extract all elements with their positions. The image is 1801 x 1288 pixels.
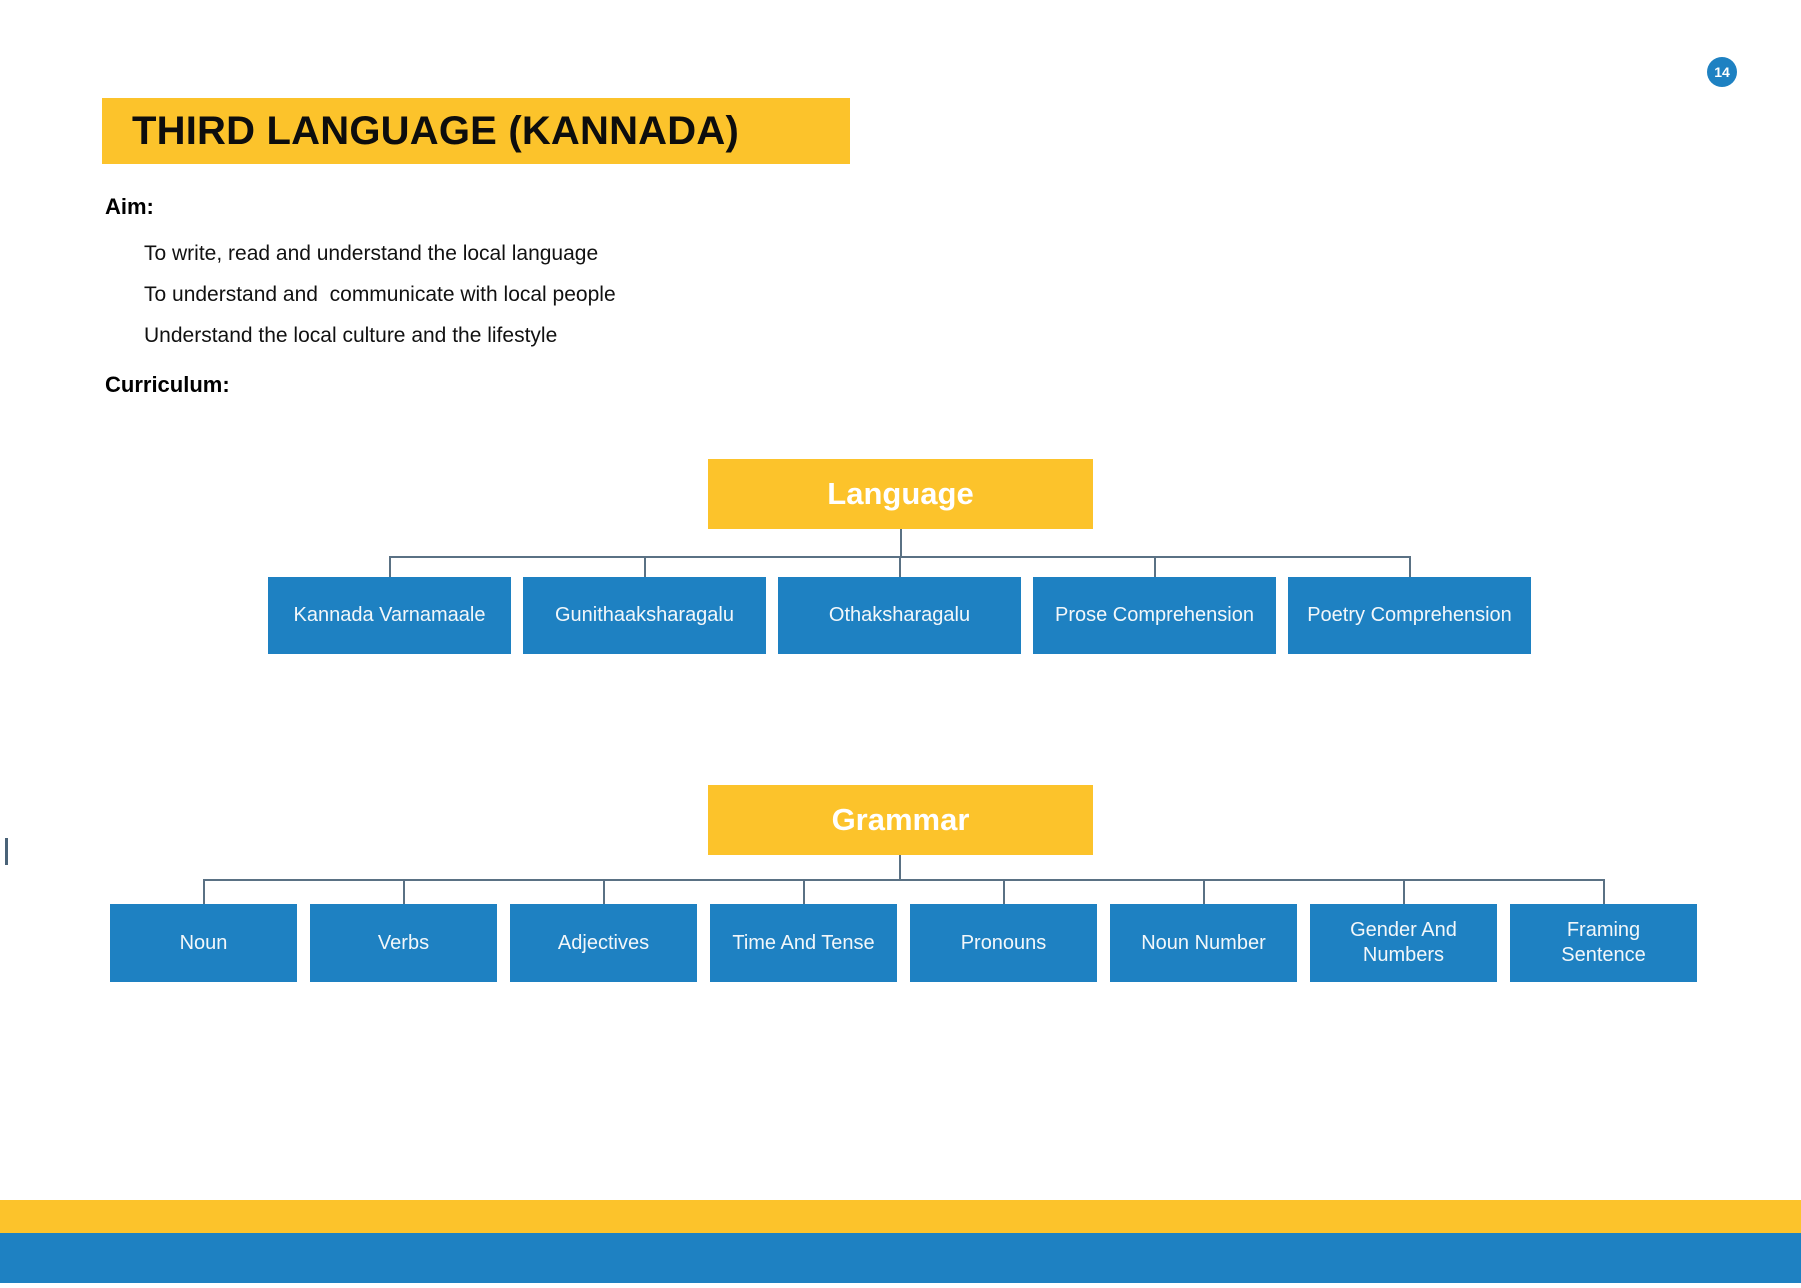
chart-node: Adjectives xyxy=(510,904,697,982)
chart-node-label: Noun xyxy=(179,931,228,954)
connector-line xyxy=(1409,558,1411,577)
chart-node-label: Gunithaaksharagalu xyxy=(554,604,734,626)
curriculum-heading: Curriculum: xyxy=(105,372,230,397)
chart-node: Framing Sentence xyxy=(1510,904,1697,982)
chart-node-label: Noun Number xyxy=(1141,931,1266,954)
connector-line xyxy=(203,879,1605,881)
aim-item: To write, read and understand the local … xyxy=(144,242,599,265)
grammar-root-label: Grammar xyxy=(831,802,970,837)
connector-line xyxy=(389,558,391,577)
aim-item: To understand and communicate with local… xyxy=(144,283,616,306)
chart-node: Gender And Numbers xyxy=(1310,904,1497,982)
chart-node: Prose Comprehension xyxy=(1033,577,1276,654)
grammar-root-box: Grammar xyxy=(708,785,1093,855)
connector-line xyxy=(1154,558,1156,577)
page-number-badge: 14 xyxy=(1707,57,1737,87)
page-title-text: THIRD LANGUAGE (KANNADA) xyxy=(132,108,739,153)
chart-node-label: Prose Comprehension xyxy=(1055,604,1254,626)
chart-node: Verbs xyxy=(310,904,497,982)
chart-node-label: Framing Sentence xyxy=(1561,919,1646,966)
chart-node-label: Othaksharagalu xyxy=(828,604,971,626)
connector-line xyxy=(803,881,805,904)
chart-node-label: Time And Tense xyxy=(732,931,875,954)
chart-node-label: Gender And Numbers xyxy=(1350,919,1457,966)
connector-line xyxy=(603,881,605,904)
connector-line xyxy=(389,556,1411,558)
connector-line xyxy=(403,881,405,904)
connector-line xyxy=(900,529,902,557)
chart-node: Pronouns xyxy=(910,904,1097,982)
chart-node: Noun Number xyxy=(1110,904,1297,982)
aim-list: To write, read and understand the local … xyxy=(144,233,616,356)
aim-item: Understand the local culture and the lif… xyxy=(144,324,558,347)
chart-node: Noun xyxy=(110,904,297,982)
page-title: THIRD LANGUAGE (KANNADA) xyxy=(102,98,850,164)
connector-line xyxy=(1003,881,1005,904)
chart-node-label: Kannada Varnamaale xyxy=(293,604,486,626)
connector-line xyxy=(899,855,901,881)
text-cursor-mark xyxy=(5,838,8,865)
chart-node-label: Poetry Comprehension xyxy=(1307,604,1512,626)
chart-node: Gunithaaksharagalu xyxy=(523,577,766,654)
chart-node-label: Verbs xyxy=(377,931,430,954)
language-root-label: Language xyxy=(827,476,974,511)
chart-node: Time And Tense xyxy=(710,904,897,982)
connector-line xyxy=(899,558,901,577)
chart-node: Othaksharagalu xyxy=(778,577,1021,654)
connector-line xyxy=(1403,881,1405,904)
chart-node-label: Pronouns xyxy=(960,931,1047,954)
connector-line xyxy=(644,558,646,577)
footer-blue-stripe xyxy=(0,1233,1801,1283)
aim-heading: Aim: xyxy=(105,194,154,219)
language-root-box: Language xyxy=(708,459,1093,529)
chart-node: Poetry Comprehension xyxy=(1288,577,1531,654)
connector-line xyxy=(1203,881,1205,904)
footer-yellow-stripe xyxy=(0,1200,1801,1233)
chart-node: Kannada Varnamaale xyxy=(268,577,511,654)
connector-line xyxy=(203,881,205,904)
connector-line xyxy=(1603,881,1605,904)
chart-node-label: Adjectives xyxy=(557,931,650,954)
